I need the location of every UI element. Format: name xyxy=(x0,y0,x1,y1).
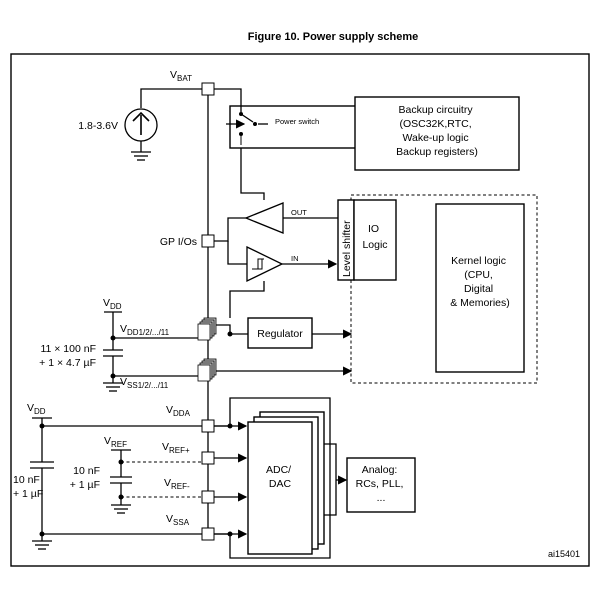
output-buffer-symbol xyxy=(244,202,284,234)
figure-ref-code: ai15401 xyxy=(548,549,580,559)
gpio-out-wire xyxy=(214,217,246,242)
vss-pin-stack xyxy=(197,358,217,382)
backup-circuitry-text: Backup circuitry (OSC32K,RTC, Wake-up lo… xyxy=(396,104,478,158)
vdd-caps-label-2: + 1 × 4.7 µF xyxy=(39,357,96,369)
vdda-label: VDDA xyxy=(166,404,191,418)
vdda-caps-label-2: + 1 µF xyxy=(13,488,43,500)
level-shifter-label: Level shifter xyxy=(341,220,353,277)
vbat-pin xyxy=(201,82,215,96)
vdd-bottom-label: VDD xyxy=(27,402,46,416)
vref-caps-label-1: 10 nF xyxy=(73,465,100,477)
vref-plus-pin xyxy=(201,451,215,465)
buffer-supply-wire xyxy=(229,281,265,318)
switch-to-buffers-wire xyxy=(240,148,265,200)
input-buffer-symbol xyxy=(246,245,284,283)
vdd-caps-label-1: 11 × 100 nF xyxy=(40,343,96,355)
vbat-label: VBAT xyxy=(170,69,192,83)
vss-ground-icon xyxy=(103,382,123,392)
vssa-ground-icon xyxy=(32,540,52,550)
vdd-group-label: VDD1/2/.../11 xyxy=(120,323,170,337)
battery-range-label: 1.8-3.6V xyxy=(78,120,118,132)
vdd-to-regulator-wire xyxy=(216,324,248,335)
in-label: IN xyxy=(291,254,299,263)
vdd-top-label: VDD xyxy=(103,297,122,311)
vssa-pin xyxy=(201,527,215,541)
vdda-caps-label-1: 10 nF xyxy=(13,474,40,486)
gp-ios-pin xyxy=(201,234,215,248)
power-switch-block xyxy=(229,105,357,149)
figure-title: Figure 10. Power supply scheme xyxy=(248,31,419,43)
vbat-to-switch-wire xyxy=(214,88,242,112)
analog-block xyxy=(346,457,416,513)
analog-supply-loop xyxy=(214,397,331,559)
vssa-label: VSSA xyxy=(166,513,190,527)
out-label: OUT xyxy=(291,208,307,217)
gpio-in-wire xyxy=(227,241,247,265)
vref-plus-label: VREF+ xyxy=(162,441,190,455)
vref-caps-label-2: + 1 µF xyxy=(70,479,100,491)
io-logic-label: IO Logic xyxy=(362,223,387,251)
vref-ground-icon xyxy=(111,504,131,514)
schmitt-trigger-icon xyxy=(252,258,264,270)
kernel-logic-text: Kernel logic (CPU, Digital & Memories) xyxy=(450,255,510,309)
adc-dac-label: ADC/ DAC xyxy=(266,464,294,490)
regulator-label: Regulator xyxy=(257,328,303,340)
vdd-pin-stack xyxy=(197,317,217,341)
kernel-logic-block xyxy=(435,203,525,373)
switch-arm xyxy=(240,113,254,123)
vref-label: VREF xyxy=(104,435,127,449)
power-switch-label: Power switch xyxy=(275,117,319,126)
regulator-block xyxy=(247,317,313,349)
vref-minus-label: VREF- xyxy=(164,477,190,491)
figure-border xyxy=(10,53,590,567)
gp-ios-label: GP I/Os xyxy=(160,236,197,248)
analog-block-text: Analog: RCs, PLL, ... xyxy=(356,464,407,504)
adc-dac-block xyxy=(247,421,313,555)
vss-group-label: VSS1/2/.../11 xyxy=(120,376,169,390)
vdda-pin xyxy=(201,419,215,433)
battery-wire-top xyxy=(140,88,202,108)
battery-arrow-icon xyxy=(132,111,150,135)
battery-ground-icon xyxy=(131,151,151,161)
backup-circuitry-block xyxy=(354,96,520,171)
vref-minus-pin xyxy=(201,490,215,504)
vdd-to-vdda-wire xyxy=(41,418,202,427)
vss-wire xyxy=(112,356,198,377)
io-logic-block xyxy=(353,199,397,281)
